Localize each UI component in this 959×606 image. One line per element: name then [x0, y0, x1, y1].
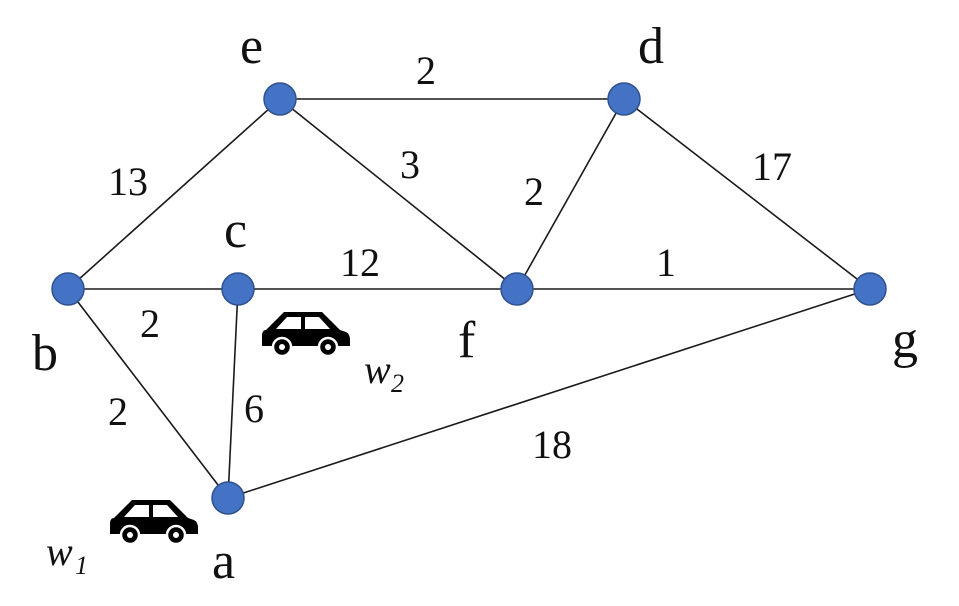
- node-d: [607, 82, 641, 116]
- node-label-f: f: [458, 312, 476, 369]
- node-g: [853, 272, 887, 306]
- car-icon: [110, 500, 198, 546]
- vehicle-label-w1: w 1: [46, 529, 88, 580]
- node-label-c: c: [224, 202, 247, 259]
- node-e: [263, 82, 297, 116]
- edge-f-d: [516, 98, 625, 290]
- vehicle-subscript-w1: 1: [75, 551, 88, 580]
- node-label-d: d: [638, 18, 664, 75]
- node-labels: e d c b f g a: [32, 18, 918, 590]
- node-c: [221, 272, 255, 306]
- weight-b-c: 2: [140, 301, 160, 346]
- weight-e-d: 2: [416, 48, 436, 93]
- vehicle-symbol-w1: w: [46, 529, 73, 574]
- edge-c-a: [227, 288, 239, 499]
- vehicle-label-w2: w 2: [364, 347, 404, 398]
- weight-a-g: 18: [532, 422, 572, 467]
- weight-f-d: 2: [524, 169, 544, 214]
- node-label-e: e: [240, 18, 263, 75]
- nodes: [51, 82, 887, 515]
- node-label-g: g: [892, 312, 918, 369]
- edge-b-a: [67, 288, 229, 499]
- weight-d-g: 17: [752, 144, 792, 189]
- weight-c-f: 12: [340, 240, 380, 285]
- car-icon: [262, 312, 350, 358]
- node-label-a: a: [212, 533, 235, 590]
- weight-b-a: 2: [108, 389, 128, 434]
- node-a: [211, 481, 245, 515]
- edge-weights: 2 13 3 2 17 12 1 2 2 6 18: [108, 48, 792, 467]
- edges: [67, 98, 871, 499]
- node-b: [51, 272, 85, 306]
- weight-c-a: 6: [244, 386, 264, 431]
- edge-b-e: [67, 98, 281, 290]
- vehicle-symbol-w2: w: [364, 347, 391, 392]
- weight-b-e: 13: [108, 159, 148, 204]
- vehicle-subscript-w2: 2: [391, 369, 404, 398]
- node-f: [500, 272, 534, 306]
- weight-f-g: 1: [656, 240, 676, 285]
- edge-e-f: [279, 98, 518, 290]
- weight-e-f: 3: [400, 142, 420, 187]
- node-label-b: b: [32, 325, 58, 382]
- edge-d-g: [623, 98, 871, 290]
- edge-a-g: [227, 288, 871, 499]
